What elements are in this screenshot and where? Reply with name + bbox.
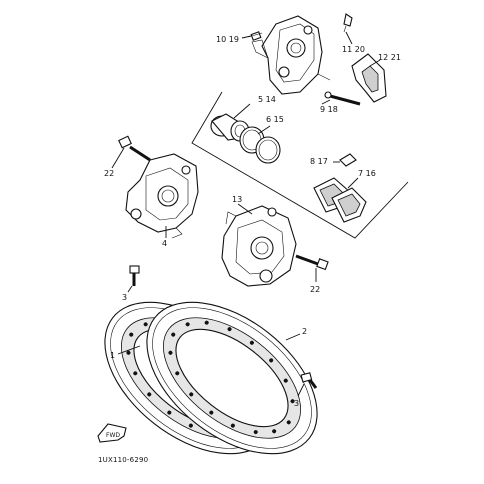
- label-2: 2: [302, 327, 307, 336]
- fwd-label: FWD: [106, 432, 120, 439]
- label-7-16: 7 16: [358, 169, 376, 178]
- disc-bolt-left: [129, 265, 140, 286]
- piston: [210, 113, 250, 142]
- label-3-upper: 3: [122, 293, 127, 302]
- bleed-cap: [343, 13, 353, 33]
- label-10-19: 10 19: [216, 35, 239, 44]
- brake-pads: [313, 177, 367, 223]
- label-5-14: 5 14: [258, 95, 276, 104]
- label-6-15: 6 15: [266, 115, 284, 124]
- catalog-code: 1UX110-6290: [98, 456, 148, 464]
- pad-spring: [351, 53, 387, 103]
- mounting-bolt-right: [295, 254, 329, 271]
- forward-arrow-icon: FWD: [97, 423, 127, 443]
- pad-clip: [339, 153, 357, 167]
- pad-pin: [324, 91, 361, 106]
- label-11-20: 11 20: [342, 45, 365, 54]
- subassembly-bracket: [191, 91, 409, 239]
- label-22-lower: 22: [310, 285, 320, 294]
- label-22-upper: 22: [104, 169, 114, 178]
- mounting-bolt-upper-left: [118, 135, 151, 162]
- label-4: 4: [162, 239, 167, 248]
- caliper-right: [221, 205, 297, 287]
- label-8-17: 8 17: [310, 157, 328, 166]
- label-13: 13: [232, 195, 242, 204]
- rear-caliper-top: [251, 15, 331, 95]
- label-9-18: 9 18: [320, 105, 338, 114]
- caliper-left: [125, 153, 199, 239]
- label-1: 1: [110, 351, 115, 360]
- label-3-lower: 3: [294, 399, 299, 408]
- label-12-21: 12 21: [378, 53, 401, 62]
- brake-disc-right: [146, 301, 318, 455]
- disc-bolt-right: [300, 372, 318, 389]
